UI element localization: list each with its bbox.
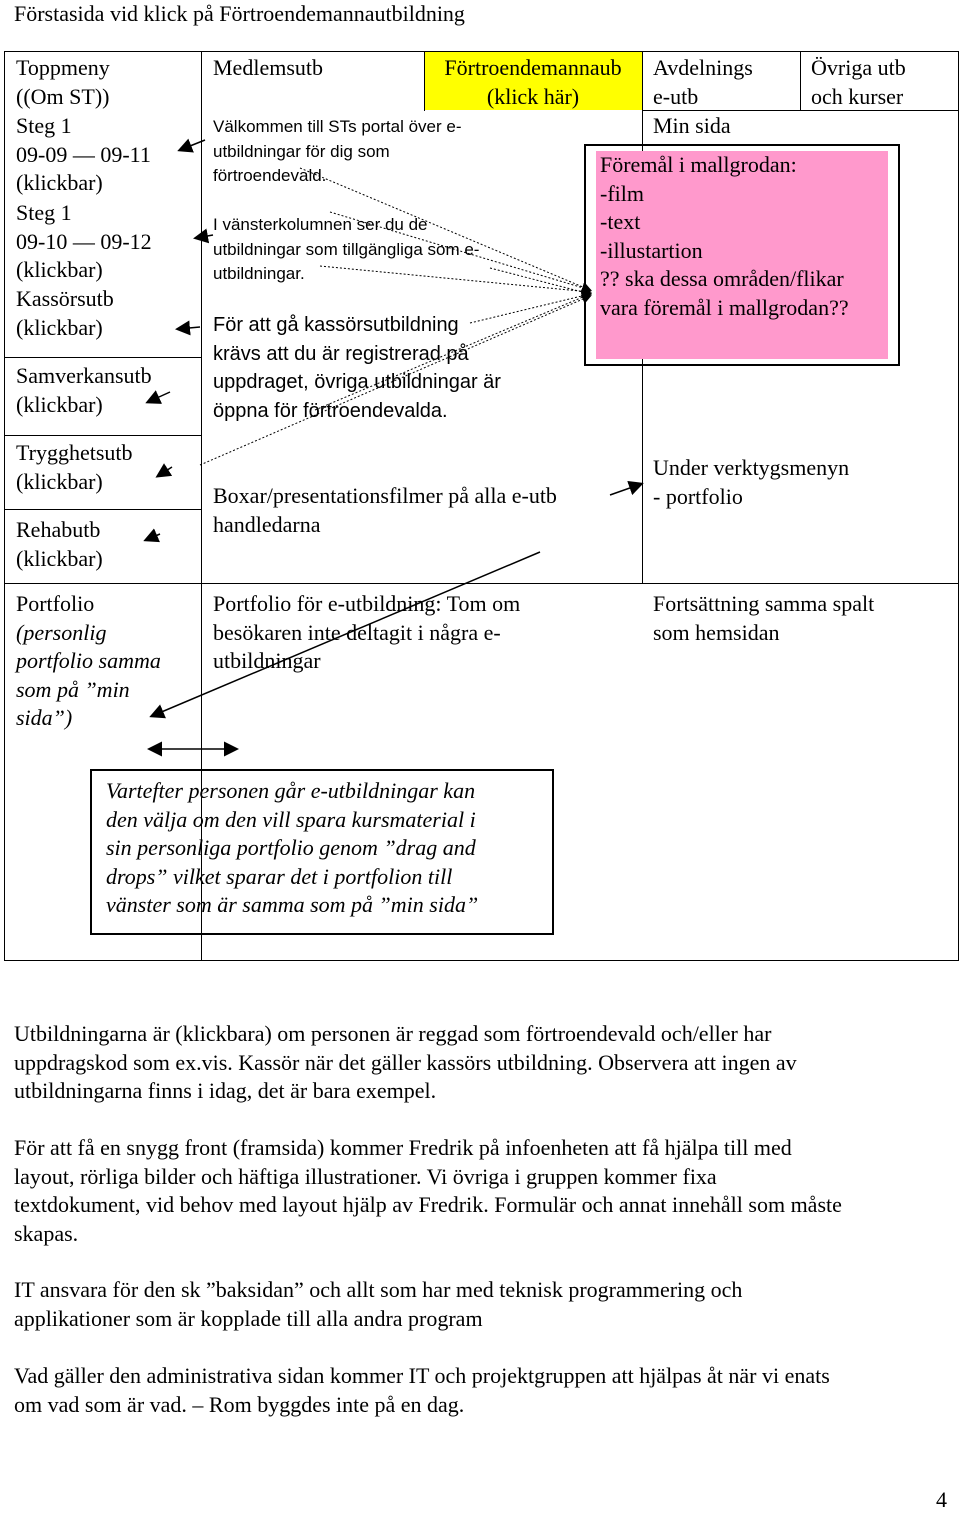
fortsattning-text: Fortsättning samma spalt som hemsidan <box>653 591 875 645</box>
menu-kassorsutb[interactable]: Kassörsutb (klickbar) <box>16 286 114 340</box>
arrow-verktyg <box>609 480 644 496</box>
welcome-text: Välkommen till STs portal över e- utbild… <box>213 117 462 185</box>
page-title: Förstasida vid klick på Förtroendemannau… <box>14 1 465 26</box>
menu-portfolio[interactable]: Portfolio (personlig portfolio samma som… <box>16 591 161 730</box>
tab-avdelnings-eutb[interactable]: Avdelnings e-utb <box>653 55 753 109</box>
paragraph-4: Vad gäller den administrativa sidan komm… <box>14 1363 830 1417</box>
page-number: 4 <box>936 1487 947 1512</box>
paragraph-1: Utbildningarna är (klickbara) om persone… <box>14 1021 797 1103</box>
paragraph-2: För att få en snygg front (framsida) kom… <box>14 1135 842 1246</box>
arrow-rehab <box>143 528 161 543</box>
arrow-trygghet <box>155 463 173 478</box>
tab-medlemsutb[interactable]: Medlemsutb <box>213 55 323 80</box>
min-sida-label[interactable]: Min sida <box>653 113 731 138</box>
arrow-steg1b <box>193 228 214 244</box>
arrow-kassor <box>175 320 201 336</box>
menu-rehabutb[interactable]: Rehabutb (klickbar) <box>16 517 103 571</box>
fortroende-highlight <box>424 52 642 110</box>
portfolio-text: Portfolio för e-utbildning: Tom om besök… <box>213 591 521 673</box>
menu-steg1-b[interactable]: Steg 1 09-10 — 09-12 (klickbar) <box>16 200 152 282</box>
tab-fortroendemannaub[interactable]: Förtroendemannaub (klick här) <box>444 55 622 109</box>
drag-drop-callout: Vartefter personen går e-utbildningar ka… <box>90 769 554 935</box>
menu-steg1-a[interactable]: Steg 1 09-09 — 09-11 (klickbar) <box>16 113 151 195</box>
kassor-info: För att gå kassörsutbildning krävs att d… <box>213 314 501 422</box>
left-column-info: I vänsterkolumnen ser du de utbildningar… <box>213 215 480 283</box>
menu-samverkansutb[interactable]: Samverkansutb (klickbar) <box>16 363 152 417</box>
mallgrodan-box: Föremål i mallgrodan: -film -text -illus… <box>596 151 888 359</box>
menu-trygghetsutb[interactable]: Trygghetsutb (klickbar) <box>16 440 133 494</box>
verktyg-text: Under verktygsmenyn - portfolio <box>653 455 850 509</box>
boxar-text: Boxar/presentationsfilmer på alla e-utb … <box>213 483 557 537</box>
tab-ovriga-utb[interactable]: Övriga utb och kurser <box>811 55 906 109</box>
menu-toppmeny[interactable]: Toppmeny ((Om ST)) <box>16 55 110 109</box>
paragraph-3: IT ansvara för den sk ”baksidan” och all… <box>14 1277 743 1331</box>
